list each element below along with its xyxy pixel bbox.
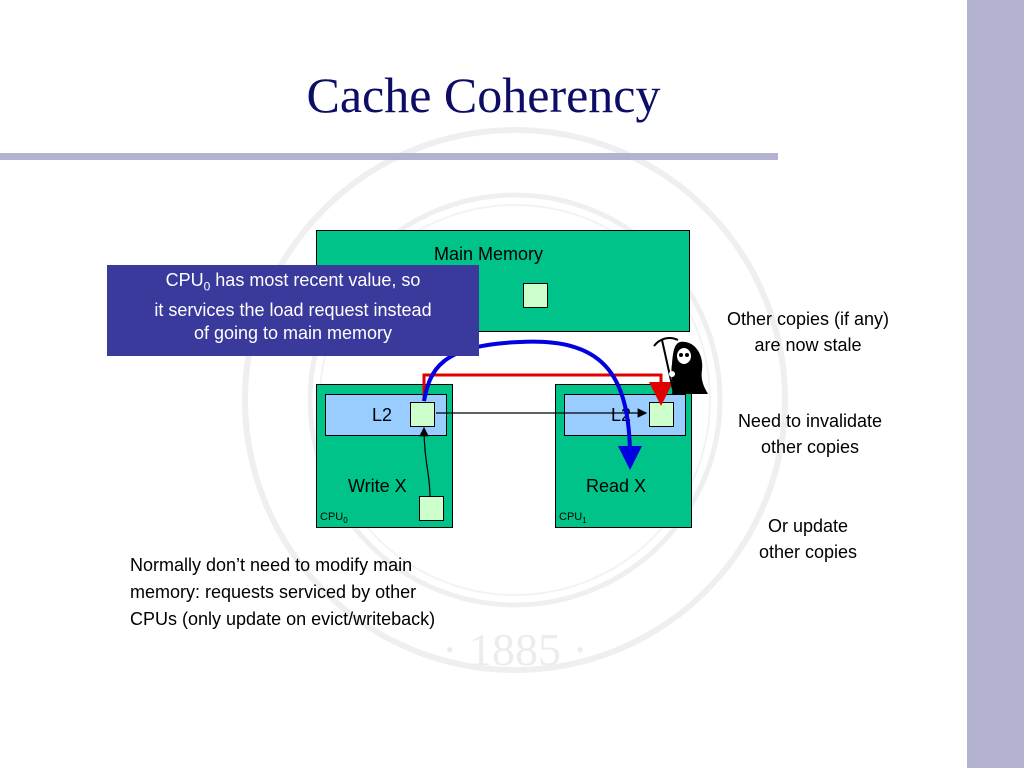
cpu1-op-label: Read X bbox=[586, 476, 647, 496]
slide-title: Cache Coherency bbox=[306, 67, 661, 123]
memory-note: Normally don’t need to modify main memor… bbox=[130, 555, 436, 629]
svg-text:· 1885 ·: · 1885 · bbox=[442, 624, 588, 675]
title-divider bbox=[0, 153, 778, 160]
callout-line3: of going to main memory bbox=[193, 322, 393, 343]
update-note: Or update other copies bbox=[758, 516, 858, 562]
invalidate-arrow bbox=[422, 373, 673, 406]
memory-cache-line bbox=[523, 283, 548, 308]
cpu0-label: CPU0 bbox=[320, 511, 348, 526]
cpu0-register bbox=[419, 496, 444, 521]
right-accent-bar bbox=[967, 0, 1024, 768]
cpu0-l2-label: L2 bbox=[372, 405, 393, 425]
service-arrow bbox=[422, 339, 642, 470]
register-to-l2-arrow bbox=[419, 426, 431, 497]
callout-line1: CPU0 has most recent value, so bbox=[165, 270, 421, 294]
invalidate-note: Need to invalidate other copies bbox=[737, 411, 883, 457]
main-memory-label: Main Memory bbox=[434, 244, 544, 264]
cpu0-services-callout: CPU0 has most recent value, so it servic… bbox=[107, 265, 479, 356]
cpu1-label: CPU1 bbox=[559, 511, 587, 526]
cpu0-box: L2 Write X CPU0 bbox=[316, 384, 453, 528]
cpu0-l2-cache-line bbox=[410, 402, 435, 427]
cpu0-op-label: Write X bbox=[348, 476, 407, 496]
grim-reaper-icon bbox=[653, 337, 708, 395]
callout-line2: it services the load request instead bbox=[154, 299, 432, 320]
university-seal-watermark: · 1885 · bbox=[242, 127, 788, 675]
stale-note: Other copies (if any) are now stale bbox=[726, 309, 890, 355]
